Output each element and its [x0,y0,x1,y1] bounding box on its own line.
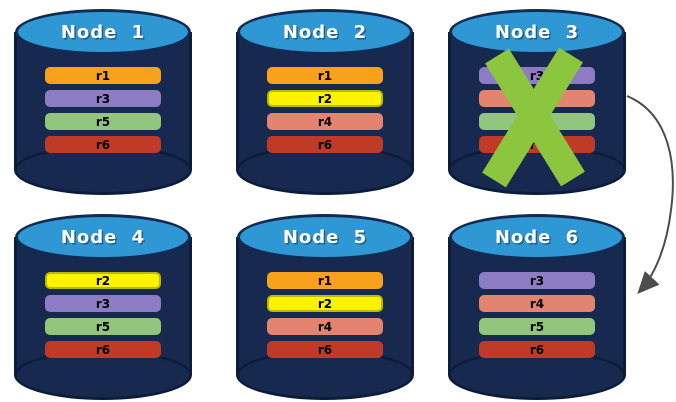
replica-label: r4 [317,114,333,129]
replica-label: r2 [95,273,111,288]
replica-list: r1 r2 r4 r6 [267,67,383,153]
node-title: Node 1 [60,21,146,43]
node-5: Node 5 r1 r2 r4 r6 [236,212,414,400]
node-2: Node 2 r1 r2 r4 r6 [236,7,414,195]
replica-label: r3 [529,273,545,288]
replica-list: r2 r3 r5 r6 [45,272,161,358]
node-6: Node 6 r3 r4 r5 r6 [448,212,626,400]
cylinder-top: Node 6 [449,214,625,260]
replica-bar: r5 [45,113,161,130]
replica-bar: r1 [267,272,383,289]
replica-label: r1 [95,68,111,83]
replica-list: r1 r3 r5 r6 [45,67,161,153]
replica-label: r6 [95,342,111,357]
replica-bar: r6 [45,341,161,358]
replica-bar: r3 [45,90,161,107]
replica-bar: r6 [479,136,595,153]
replica-bar: r4 [267,318,383,335]
replica-label: r3 [95,296,111,311]
replica-label: r3 [95,91,111,106]
replica-list: r3 r4 r5 r6 [479,272,595,358]
replica-bar: r1 [267,67,383,84]
replica-label: r5 [529,319,545,334]
cylinder-top: Node 2 [237,9,413,55]
node-title: Node 6 [494,226,580,248]
replica-bar: r1 [45,67,161,84]
replica-label: r1 [317,68,333,83]
replica-label: r2 [317,296,333,311]
replica-label: r3 [529,68,545,83]
node-4: Node 4 r2 r3 r5 r6 [14,212,192,400]
replica-label: r6 [529,342,545,357]
replica-label: r4 [529,91,545,106]
replica-label: r6 [95,137,111,152]
replica-label: r2 [317,91,333,106]
replica-label: r5 [529,114,545,129]
replica-label: r6 [317,137,333,152]
replica-label: r4 [529,296,545,311]
replica-bar: r6 [479,341,595,358]
replica-bar: r4 [267,113,383,130]
node-title: Node 2 [282,21,368,43]
node-title: Node 4 [60,226,146,248]
replica-bar: r6 [45,136,161,153]
replica-bar: r6 [267,341,383,358]
replica-bar: r5 [479,318,595,335]
replica-bar: r2 [267,295,383,312]
replica-bar: r2 [267,90,383,107]
replica-list: r1 r2 r4 r6 [267,272,383,358]
replica-label: r6 [317,342,333,357]
node-1: Node 1 r1 r3 r5 r6 [14,7,192,195]
replica-bar: r6 [267,136,383,153]
cylinder-bottom [14,145,192,195]
failover-arrow [626,95,674,294]
node-title: Node 5 [282,226,368,248]
replica-bar: r2 [45,272,161,289]
replica-label: r5 [95,114,111,129]
node-3: Node 3 r3 r4 r5 r6 [448,7,626,195]
cylinder-top: Node 4 [15,214,191,260]
replica-label: r4 [317,319,333,334]
cylinder-top: Node 1 [15,9,191,55]
replica-list: r3 r4 r5 r6 [479,67,595,153]
replica-label: r1 [317,273,333,288]
replica-bar: r3 [45,295,161,312]
cylinder-top: Node 5 [237,214,413,260]
replica-label: r5 [95,319,111,334]
replica-label: r6 [529,137,545,152]
replica-bar: r5 [45,318,161,335]
cylinder-top: Node 3 [449,9,625,55]
replica-bar: r3 [479,272,595,289]
replica-bar: r5 [479,113,595,130]
replica-bar: r4 [479,90,595,107]
node-title: Node 3 [494,21,580,43]
replica-bar: r4 [479,295,595,312]
replica-bar: r3 [479,67,595,84]
